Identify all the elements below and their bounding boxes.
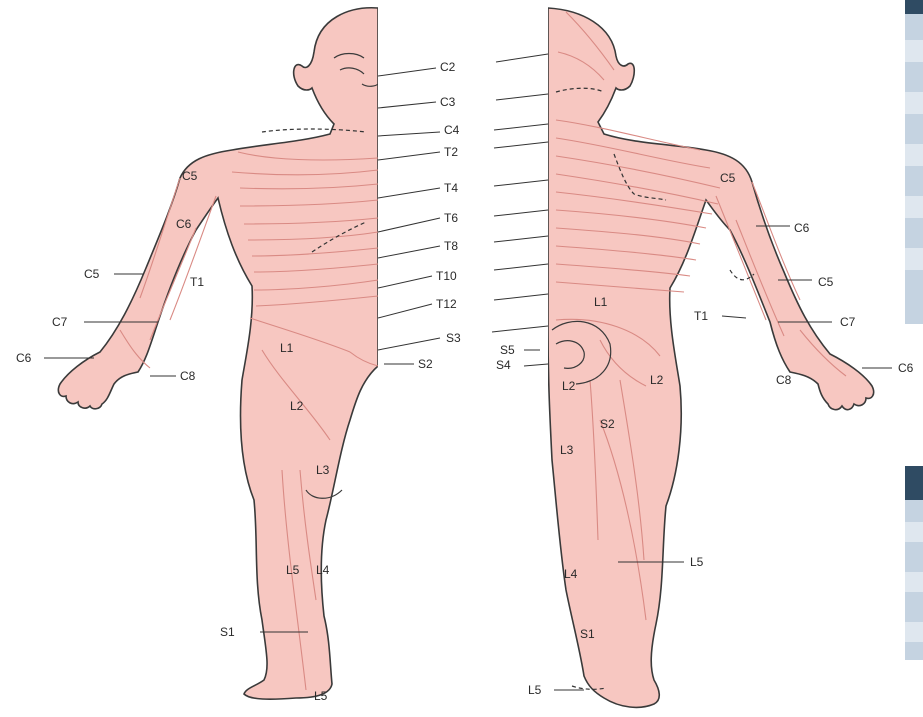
center-label-3: T2	[444, 145, 458, 159]
back-label-9: S2	[600, 417, 615, 431]
back-label-2: C5	[818, 275, 834, 289]
front-label-4: C7	[52, 315, 68, 329]
back-label-12: L5	[690, 555, 704, 569]
front-label-0: C5	[182, 169, 198, 183]
back-body	[548, 8, 874, 707]
front-label-5: C6	[16, 351, 32, 365]
center-label-2: C4	[444, 123, 460, 137]
front-label-12: S1	[220, 625, 235, 639]
front-label-13: L5	[314, 689, 328, 703]
center-label-0: C2	[440, 60, 456, 74]
center-label-1: C3	[440, 95, 456, 109]
center-label-10: S2	[418, 357, 433, 371]
front-label-6: C8	[180, 369, 196, 383]
back-label-14: L5	[528, 683, 542, 697]
front-label-10: L5	[286, 563, 300, 577]
back-label-3: T1	[694, 309, 708, 323]
front-label-1: C6	[176, 217, 192, 231]
front-label-3: T1	[190, 275, 204, 289]
back-label-7: L2	[562, 379, 576, 393]
cropped-table-bottom	[905, 466, 923, 660]
center-label-4: T4	[444, 181, 458, 195]
center-label-8: T12	[436, 297, 457, 311]
center-label-12: S4	[496, 358, 511, 372]
back-label-10: L3	[560, 443, 574, 457]
front-label-7: L1	[280, 341, 294, 355]
back-label-13: S1	[580, 627, 595, 641]
front-label-9: L3	[316, 463, 330, 477]
front-label-11: L4	[316, 563, 330, 577]
center-label-7: T10	[436, 269, 457, 283]
center-label-5: T6	[444, 211, 458, 225]
back-label-11: L4	[564, 567, 578, 581]
center-strip	[378, 0, 548, 712]
center-label-6: T8	[444, 239, 458, 253]
back-label-6: L1	[594, 295, 608, 309]
cropped-label: C6	[898, 361, 914, 375]
front-body-silhouette	[58, 8, 378, 699]
front-body	[58, 8, 378, 699]
back-label-4: C7	[840, 315, 856, 329]
front-label-8: L2	[290, 399, 304, 413]
back-label-8: L2	[650, 373, 664, 387]
center-label-9: S3	[446, 331, 461, 345]
cropped-table-top	[905, 0, 923, 324]
back-label-1: C6	[794, 221, 810, 235]
center-label-11: S5	[500, 343, 515, 357]
front-label-2: C5	[84, 267, 100, 281]
back-label-0: C5	[720, 171, 736, 185]
back-label-5: C8	[776, 373, 792, 387]
